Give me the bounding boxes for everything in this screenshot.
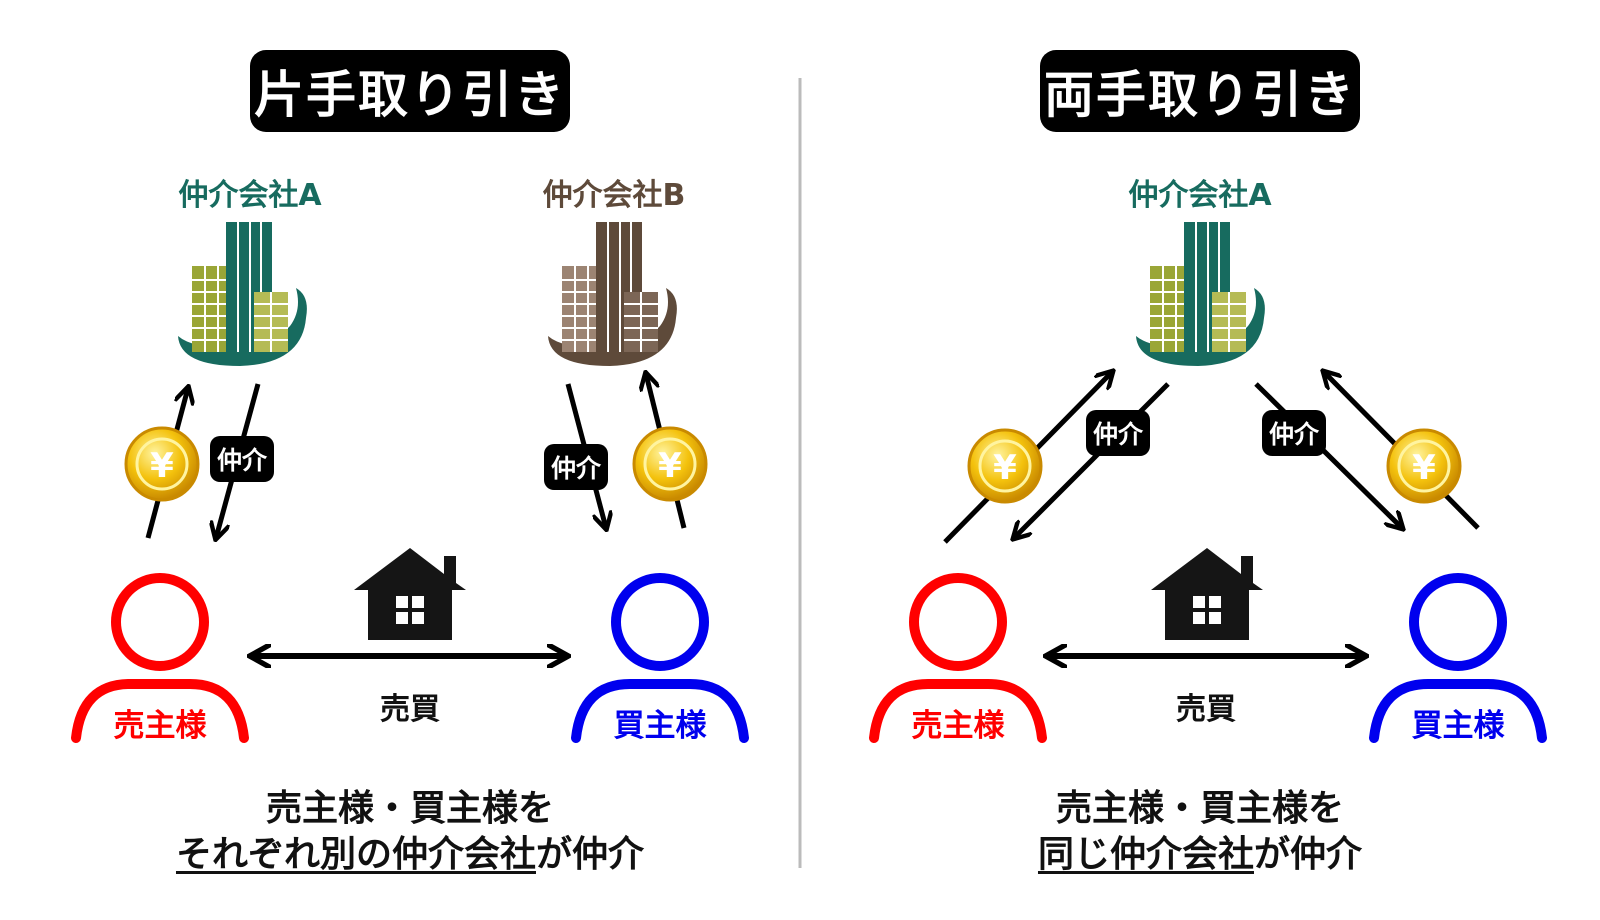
caption-rest: が仲介 <box>1254 834 1363 875</box>
building-a-icon <box>1135 221 1266 367</box>
house-icon <box>354 548 466 640</box>
left-caption: 売主様・買主様を それぞれ別の仲介会社が仲介 <box>110 786 710 878</box>
svg-text:¥: ¥ <box>150 446 174 486</box>
person-icon <box>1369 573 1547 743</box>
caption-emphasis: 同じ仲介会社 <box>1037 834 1254 875</box>
company-a-label: 仲介会社A <box>178 178 322 213</box>
svg-text:¥: ¥ <box>658 446 682 486</box>
trade-label: 売買 <box>380 692 440 727</box>
company-a-label: 仲介会社A <box>1128 178 1272 213</box>
mediation-tag: 仲介 <box>1262 410 1326 456</box>
right-caption: 売主様・買主様を 同じ仲介会社が仲介 <box>900 786 1500 878</box>
yen-coin-icon: ¥ <box>124 426 200 502</box>
yen-coin-icon: ¥ <box>967 428 1043 504</box>
mediation-arrow-seller <box>1014 382 1170 538</box>
caption-line-2: 同じ仲介会社が仲介 <box>900 832 1500 878</box>
caption-emphasis: それぞれ別の仲介会社 <box>175 834 536 875</box>
svg-text:¥: ¥ <box>993 448 1017 488</box>
yen-coin-icon: ¥ <box>632 426 708 502</box>
caption-rest: が仲介 <box>536 834 645 875</box>
building-b-icon <box>547 221 678 367</box>
left-title: 片手取り引き <box>250 50 570 132</box>
person-icon <box>71 573 249 743</box>
yen-coin-icon: ¥ <box>1386 428 1462 504</box>
trade-label: 売買 <box>1176 692 1236 727</box>
house-icon <box>1151 548 1263 640</box>
buyer-label: 買主様 <box>1411 708 1505 744</box>
person-icon <box>869 573 1047 743</box>
right-title: 両手取り引き <box>1040 50 1360 132</box>
caption-line-2: それぞれ別の仲介会社が仲介 <box>110 832 710 878</box>
mediation-tag: 仲介 <box>1086 410 1150 456</box>
buyer-label: 買主様 <box>613 708 707 744</box>
person-icon <box>571 573 749 743</box>
company-b-label: 仲介会社B <box>542 178 686 213</box>
mediation-tag: 仲介 <box>210 436 274 482</box>
svg-text:¥: ¥ <box>1412 448 1436 488</box>
caption-line-1: 売主様・買主様を <box>265 788 554 829</box>
seller-label: 売主様 <box>911 708 1005 744</box>
mediation-arrow-buyer <box>1254 382 1402 528</box>
seller-label: 売主様 <box>113 708 207 744</box>
caption-line-1: 売主様・買主様を <box>1055 788 1344 829</box>
building-a-icon <box>177 221 308 367</box>
mediation-tag: 仲介 <box>544 444 608 490</box>
